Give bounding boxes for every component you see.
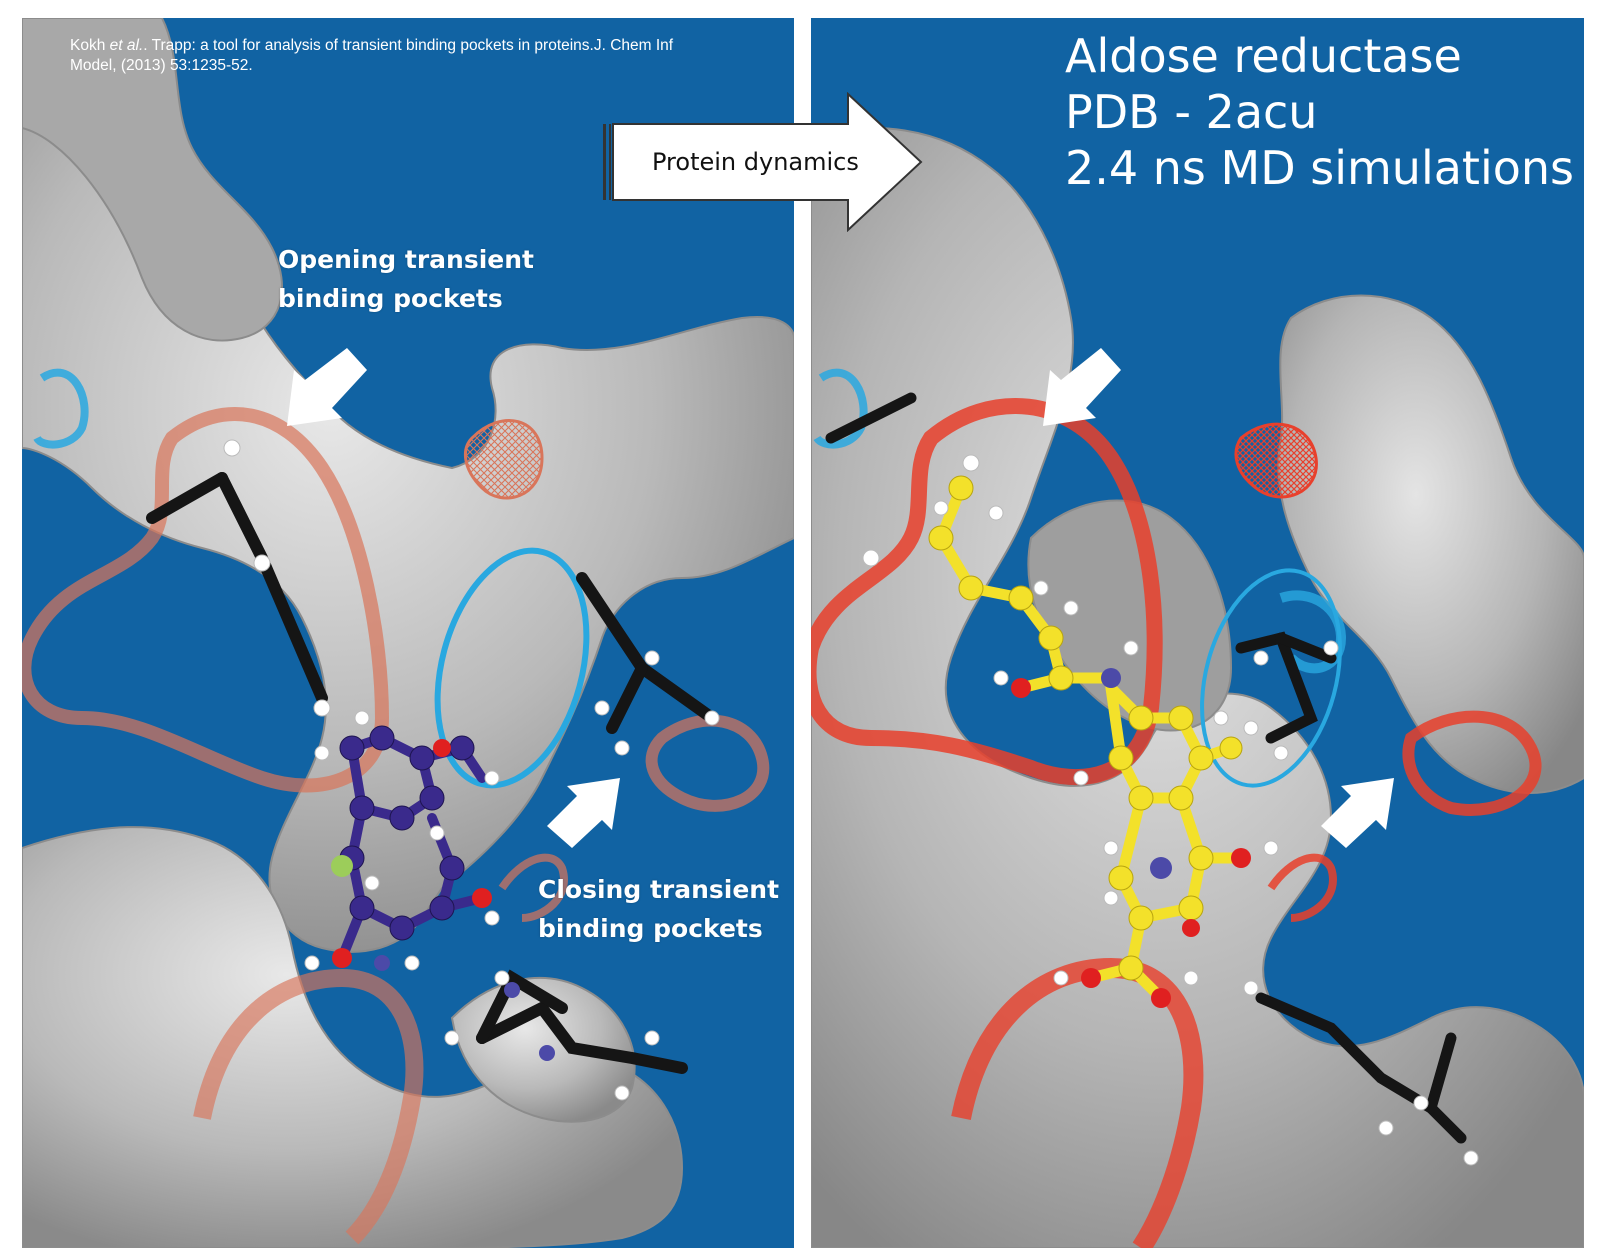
nitrogen-atoms-left [374,955,555,1061]
transient-pocket-meshes [22,368,770,1245]
pocket-mesh-red-right [645,714,770,812]
closing-label-line1: Closing transient [538,875,780,904]
ligand-right [928,475,1251,1008]
pocket-mesh-red-right [1402,710,1542,816]
left-panel-opening-closing: Kokh et al.. Trapp: a tool for analysis … [22,18,794,1248]
opening-label-line1: Opening transient [278,245,534,274]
arrow-opening-pocket-icon [1043,348,1121,426]
title-simulation: 2.4 ns MD simulations [1065,141,1575,195]
hydrogen-atoms-left [223,439,720,1101]
closing-label-line2: binding pockets [538,914,763,943]
pocket-mesh-cyan-small [33,368,89,449]
protein-surface-scene-left [22,18,794,1248]
citation-text: Kokh et al.. Trapp: a tool for analysis … [70,36,690,76]
citation-rest: . Trapp: a tool for analysis of transien… [70,37,674,74]
protein-title-block: Aldose reductase PDB - 2acu 2.4 ns MD si… [1065,28,1574,196]
residue-sticks [825,392,1467,1144]
pocket-mesh-red-small [463,419,544,500]
pocket-mesh-red-bottom [193,968,424,1245]
arrow-closing-pocket-icon [1321,778,1394,848]
pocket-mesh-red-mid [498,853,568,922]
title-pdb-id: PDB - 2acu [1065,85,1318,139]
hydrogen-atoms-right [862,454,1479,1166]
pocket-mesh-cyan-ring [434,547,590,789]
protein-surface [22,18,794,1248]
protein-dynamics-label: Protein dynamics [652,148,859,176]
pocket-mesh-red-mid [1267,853,1337,922]
pocket-mesh-red-small [1234,422,1318,499]
closing-pockets-label: Closing transient binding pockets [538,870,779,948]
protein-surface-scene-right [811,18,1584,1248]
residue-sticks [146,472,718,1074]
pocket-mesh-cyan-patch [1279,590,1347,674]
arrow-closing-pocket-icon [547,778,620,848]
right-panel-md-snapshot: Aldose reductase PDB - 2acu 2.4 ns MD si… [811,18,1584,1248]
opening-pockets-label: Opening transient binding pockets [278,240,534,318]
protein-dynamics-arrow-icon [603,92,923,232]
pocket-mesh-cyan-ring [1200,568,1342,788]
title-protein-name: Aldose reductase [1065,29,1462,83]
citation-author: Kokh [70,37,110,54]
arrow-opening-pocket-icon [287,348,367,426]
opening-label-line2: binding pockets [278,284,503,313]
pocket-mesh-red-large [22,407,390,793]
pocket-mesh-red-large [811,397,1163,786]
citation-etal: et al. [109,37,144,54]
pocket-mesh-red-bottom [951,957,1204,1248]
ligand-left [331,725,492,968]
